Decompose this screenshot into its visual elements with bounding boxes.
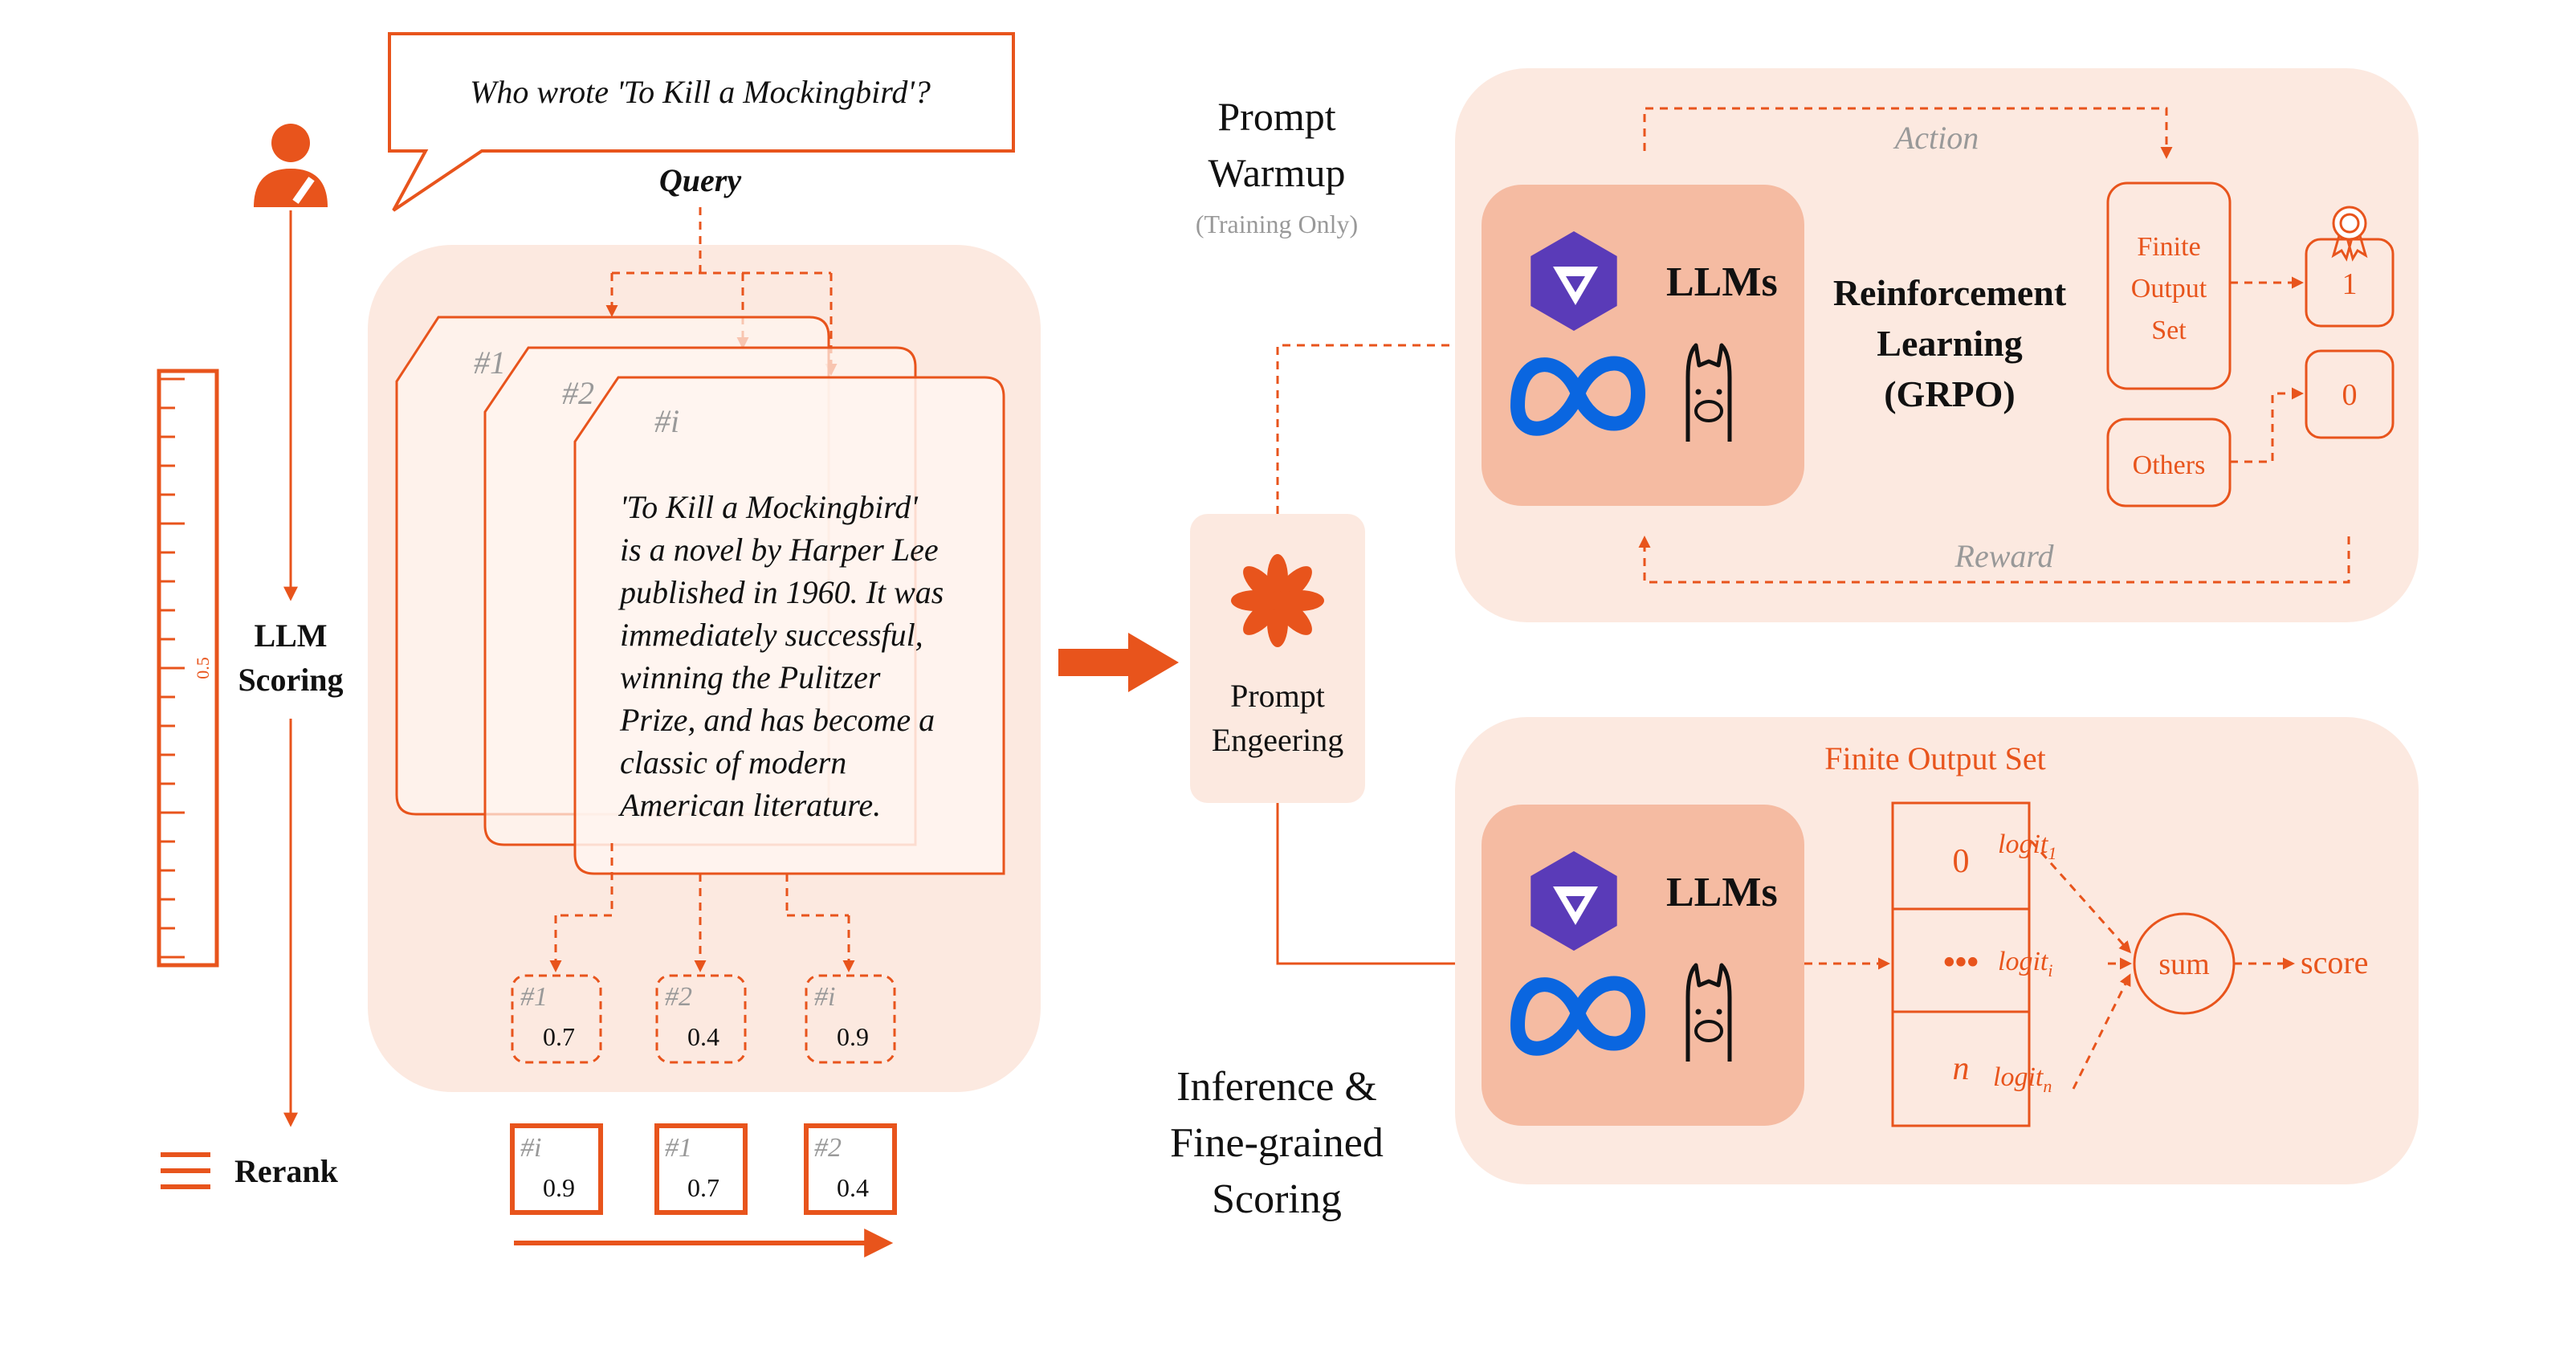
action-label: Action (1893, 120, 1979, 156)
reranked-box-value: 0.7 (687, 1173, 719, 1202)
finite-set-label-line2: Output (2131, 274, 2207, 304)
score-box-value: 0.4 (687, 1022, 719, 1051)
logit-1: logit1 (1998, 829, 2056, 863)
warmup-note: (Training Only) (1196, 210, 1358, 238)
score-boxes: #10.7#20.4#i0.9 (511, 974, 896, 1064)
inference-title-line3: Scoring (1212, 1176, 1342, 1222)
logits-to-sum-arrows (2030, 841, 2132, 1090)
score-box: #20.4 (655, 974, 747, 1064)
rerank-label: Rerank (234, 1153, 339, 1189)
prompt-engineering-box (1190, 514, 1365, 803)
warmup-title-line1: Prompt (1217, 94, 1335, 139)
llama-logo-icon (1685, 343, 1732, 442)
reranked-box-id: #i (520, 1133, 541, 1163)
qwen-logo-icon (1531, 851, 1617, 951)
rl-label-line3: (GRPO) (1884, 373, 2016, 414)
reranked-box: #i0.9 (510, 1123, 603, 1215)
score-box-id: #i (814, 982, 835, 1012)
bottom-llm-label: LLMs (1666, 870, 1778, 915)
inference-title-line2: Fine-grained (1170, 1120, 1384, 1166)
reranked-box-value: 0.4 (837, 1173, 869, 1202)
bottom-panel-title: Finite Output Set (1824, 740, 2046, 776)
output-cell-n: n (1953, 1050, 1970, 1087)
score-box-id: #1 (520, 982, 548, 1012)
document-text: 'To Kill a Mockingbird' is a novel by Har… (618, 489, 944, 823)
finite-output-set-box (2106, 181, 2232, 390)
doc-label-1: #1 (474, 344, 506, 381)
query-label: Query (659, 162, 741, 198)
others-label: Others (2133, 450, 2206, 480)
score-box-value: 0.9 (837, 1022, 869, 1051)
prompt-to-panels-arrows (1276, 339, 1478, 970)
reranked-box: #20.4 (804, 1123, 897, 1215)
output-cell-0: 0 (1953, 843, 1970, 880)
rl-loop-arrows (1638, 107, 2350, 584)
prompt-engineering-label-line1: Prompt (1230, 678, 1325, 714)
output-to-reward-arrows (2230, 276, 2304, 463)
top-llm-label: LLMs (1666, 259, 1778, 305)
reward-zero-value: 0 (2342, 378, 2358, 412)
score-ruler: 0.5 (157, 369, 219, 968)
qwen-logo-icon (1531, 231, 1617, 331)
bottom-llm-box (1482, 805, 1804, 1126)
reranked-box-id: #1 (665, 1133, 692, 1163)
rl-label-line2: Learning (1877, 323, 2022, 364)
prompt-engineering-label-line2: Engeering (1212, 722, 1343, 758)
reranked-box-id: #2 (814, 1133, 842, 1163)
reranked-box-value: 0.9 (543, 1173, 575, 1202)
rl-label-line1: Reinforcement (1833, 272, 2067, 313)
document-text-line: American literature. (618, 787, 881, 823)
prompt-engineering-icon (1231, 554, 1324, 647)
finite-set-label-line1: Finite (2137, 232, 2200, 262)
reranked-box: #10.7 (654, 1123, 748, 1215)
award-ribbon-icon (2331, 206, 2368, 262)
output-cell-dots: ••• (1943, 944, 1979, 981)
finite-set-label-line3: Set (2151, 316, 2187, 345)
output-cells (1891, 801, 2031, 1127)
reward-label: Reward (1954, 538, 2055, 574)
inference-title-line1: Inference & (1176, 1064, 1377, 1110)
query-text: Who wrote 'To Kill a Mockingbird'? (470, 74, 931, 110)
user-icon (254, 124, 328, 207)
top-llm-box (1482, 185, 1804, 506)
score-box: #i0.9 (805, 974, 896, 1064)
warmup-title-line2: Warmup (1209, 150, 1346, 195)
document-text-line: published in 1960. It was (618, 574, 944, 610)
reward-zero-box (2305, 349, 2395, 439)
query-speech-bubble (388, 32, 1015, 212)
reward-one-value: 1 (2342, 267, 2358, 301)
meta-logo-icon (1510, 356, 1645, 436)
score-arrows (549, 843, 855, 972)
logit-i: logiti (1998, 947, 2052, 980)
document-text-line: 'To Kill a Mockingbird' (620, 489, 919, 525)
score-box-value: 0.7 (543, 1022, 575, 1051)
document-text-line: immediately successful, (620, 617, 923, 653)
scoring-label-line2: Scoring (238, 662, 343, 698)
ruler-tick-label: 0.5 (193, 657, 213, 679)
scoring-label-line1: LLM (254, 617, 327, 654)
score-label: score (2301, 944, 2368, 980)
sum-label: sum (2158, 948, 2209, 981)
logit-n: logitn (1993, 1062, 2052, 1096)
document-text-line: classic of modern (620, 744, 846, 780)
score-box-id: #2 (665, 982, 692, 1012)
rerank-list-icon (161, 1152, 210, 1189)
big-flow-arrow (1058, 633, 1179, 692)
document-text-line: Prize, and has become a (619, 702, 935, 738)
document-text-line: winning the Pulitzer (620, 659, 881, 695)
reranked-boxes: #i0.9#10.7#20.4 (510, 1123, 897, 1215)
doc-label-i: #i (654, 403, 679, 439)
document-card-i (573, 376, 1005, 875)
document-text-line: is a novel by Harper Lee (620, 532, 939, 568)
meta-logo-icon (1510, 976, 1645, 1056)
doc-label-2: #2 (562, 375, 594, 411)
llama-logo-icon (1685, 963, 1732, 1062)
score-box: #10.7 (511, 974, 602, 1064)
